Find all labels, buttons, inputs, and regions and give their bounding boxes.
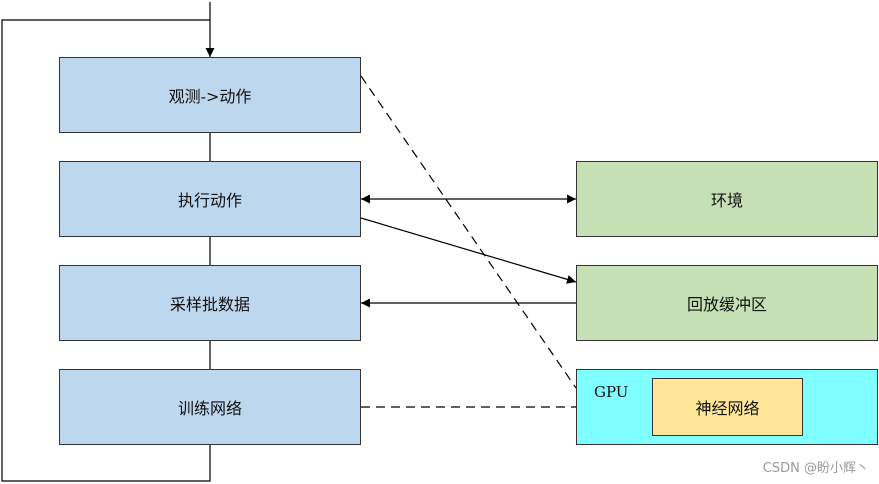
environment-box: 环境: [576, 161, 878, 237]
loop-back-line: [1, 19, 215, 482]
environment-label: 环境: [710, 191, 743, 210]
step-train-network: 训练网络: [59, 369, 361, 445]
step-observe-action-label: 观测->动作: [168, 87, 252, 106]
neural-network-label: 神经网络: [695, 399, 760, 418]
step-sample-batch: 采样批数据: [59, 265, 361, 341]
replay-buffer-label: 回放缓冲区: [686, 295, 767, 314]
replay-buffer-box: 回放缓冲区: [576, 265, 878, 341]
step-execute-action-label: 执行动作: [177, 191, 242, 210]
step-execute-action: 执行动作: [59, 161, 361, 237]
watermark: CSDN @盼小辉丶: [762, 461, 869, 476]
step-observe-action: 观测->动作: [59, 57, 361, 133]
neural-network-box: 神经网络: [652, 378, 803, 436]
gpu-label: GPU: [594, 383, 629, 401]
observe-gpu-dashed-line: [360, 75, 577, 389]
step-train-network-label: 训练网络: [177, 399, 242, 418]
gpu-box: GPU 神经网络: [576, 369, 878, 445]
step-sample-batch-label: 采样批数据: [169, 295, 250, 314]
store-transition-arrow: [360, 217, 577, 284]
